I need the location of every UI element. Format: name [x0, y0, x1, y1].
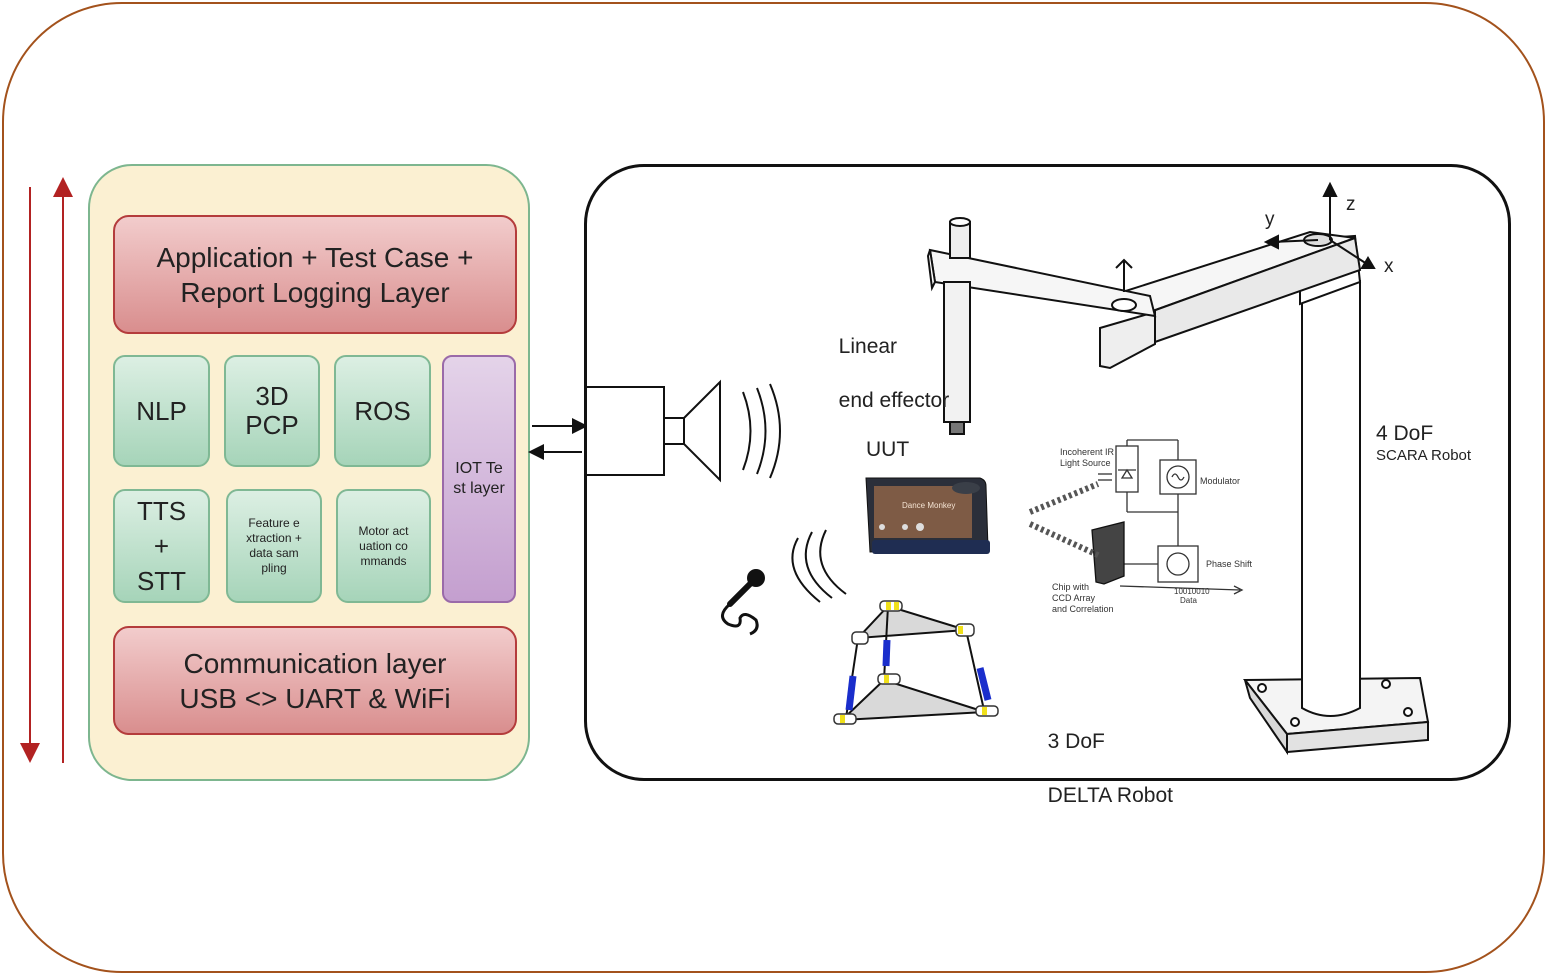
iot-test-layer: IOT Test layer [442, 355, 516, 603]
axis-y-label: y [1265, 209, 1275, 230]
scara-line2: SCARA Robot [1376, 447, 1472, 464]
ir-source-line2: Light Source [1060, 458, 1111, 468]
tts-label: TTS [136, 495, 187, 526]
ros-module: ROS [334, 355, 431, 467]
communication-layer: Communication layer USB <> UART & WiFi [113, 626, 517, 735]
modulator-label: Modulator [1200, 476, 1240, 486]
chip-line2: CCD Array [1052, 593, 1096, 603]
nlp-module: NLP [113, 355, 210, 467]
device-screen-text: Dance Monkey [902, 501, 955, 510]
application-layer: Application + Test Case + Report Logging… [113, 215, 517, 334]
ros-label: ROS [354, 395, 411, 426]
motor-actuation-module: Motor actuation commands [336, 489, 431, 603]
delta-label: 3 DoF DELTA Robot [1036, 701, 1173, 809]
chip-line3: and Correlation [1052, 604, 1114, 614]
linear-effector-line2: end effector [838, 389, 950, 412]
delta-robot-icon [833, 600, 999, 725]
pcp-line2: PCP [245, 410, 299, 440]
ir-source-label: Incoherent IR Light Source [1060, 447, 1117, 468]
link-arrows [528, 418, 588, 460]
linear-effector-label: Linear end effector [827, 306, 950, 414]
pcp-line1: 3D [255, 381, 289, 411]
communication-layer-line1: Communication layer [183, 647, 447, 679]
plus-label: + [153, 530, 170, 561]
axes-icon [1263, 181, 1376, 269]
data-label: Data [1180, 596, 1197, 605]
scara-robot-icon [926, 217, 1430, 756]
speaker-icon [586, 379, 781, 483]
delta-line1: 3 DoF [1047, 730, 1105, 753]
delta-line2: DELTA Robot [1047, 784, 1173, 807]
iot-test-layer-label: IOT Test layer [453, 460, 505, 497]
feature-extraction-label: Feature extraction + data sampling [246, 516, 302, 575]
tts-stt-module: TTS + STT [113, 489, 210, 603]
pcp-module: 3D PCP [224, 355, 320, 467]
microphone-icon [721, 569, 765, 636]
axis-z-label: z [1346, 194, 1356, 215]
flow-arrows [20, 177, 73, 763]
phase-shift-label: Phase Shift [1206, 559, 1253, 569]
chip-label: Chip with CCD Array and Correlation [1052, 582, 1114, 614]
uut-label: UUT [866, 438, 910, 461]
feature-extraction-module: Feature extraction + data sampling [226, 489, 322, 603]
scara-line1: 4 DoF [1376, 422, 1434, 445]
ir-source-line1: Incoherent IR [1060, 447, 1115, 457]
axis-x-label: x [1384, 256, 1394, 277]
sound-waves-icon [791, 529, 847, 603]
uut-device-icon [865, 477, 990, 554]
chip-line1: Chip with [1052, 582, 1089, 592]
linear-effector-line1: Linear [838, 335, 898, 358]
nlp-label: NLP [136, 395, 187, 426]
tof-sensor-diagram [1028, 439, 1244, 595]
stt-label: STT [136, 565, 187, 596]
communication-layer-line2: USB <> UART & WiFi [179, 682, 451, 714]
application-layer-line1: Application + Test Case + [156, 241, 474, 273]
scara-label: 4 DoF SCARA Robot [1376, 420, 1471, 464]
motor-actuation-label: Motor actuation commands [358, 523, 409, 568]
application-layer-line2: Report Logging Layer [180, 276, 450, 308]
data-bits-label: 10010010 [1174, 587, 1210, 596]
